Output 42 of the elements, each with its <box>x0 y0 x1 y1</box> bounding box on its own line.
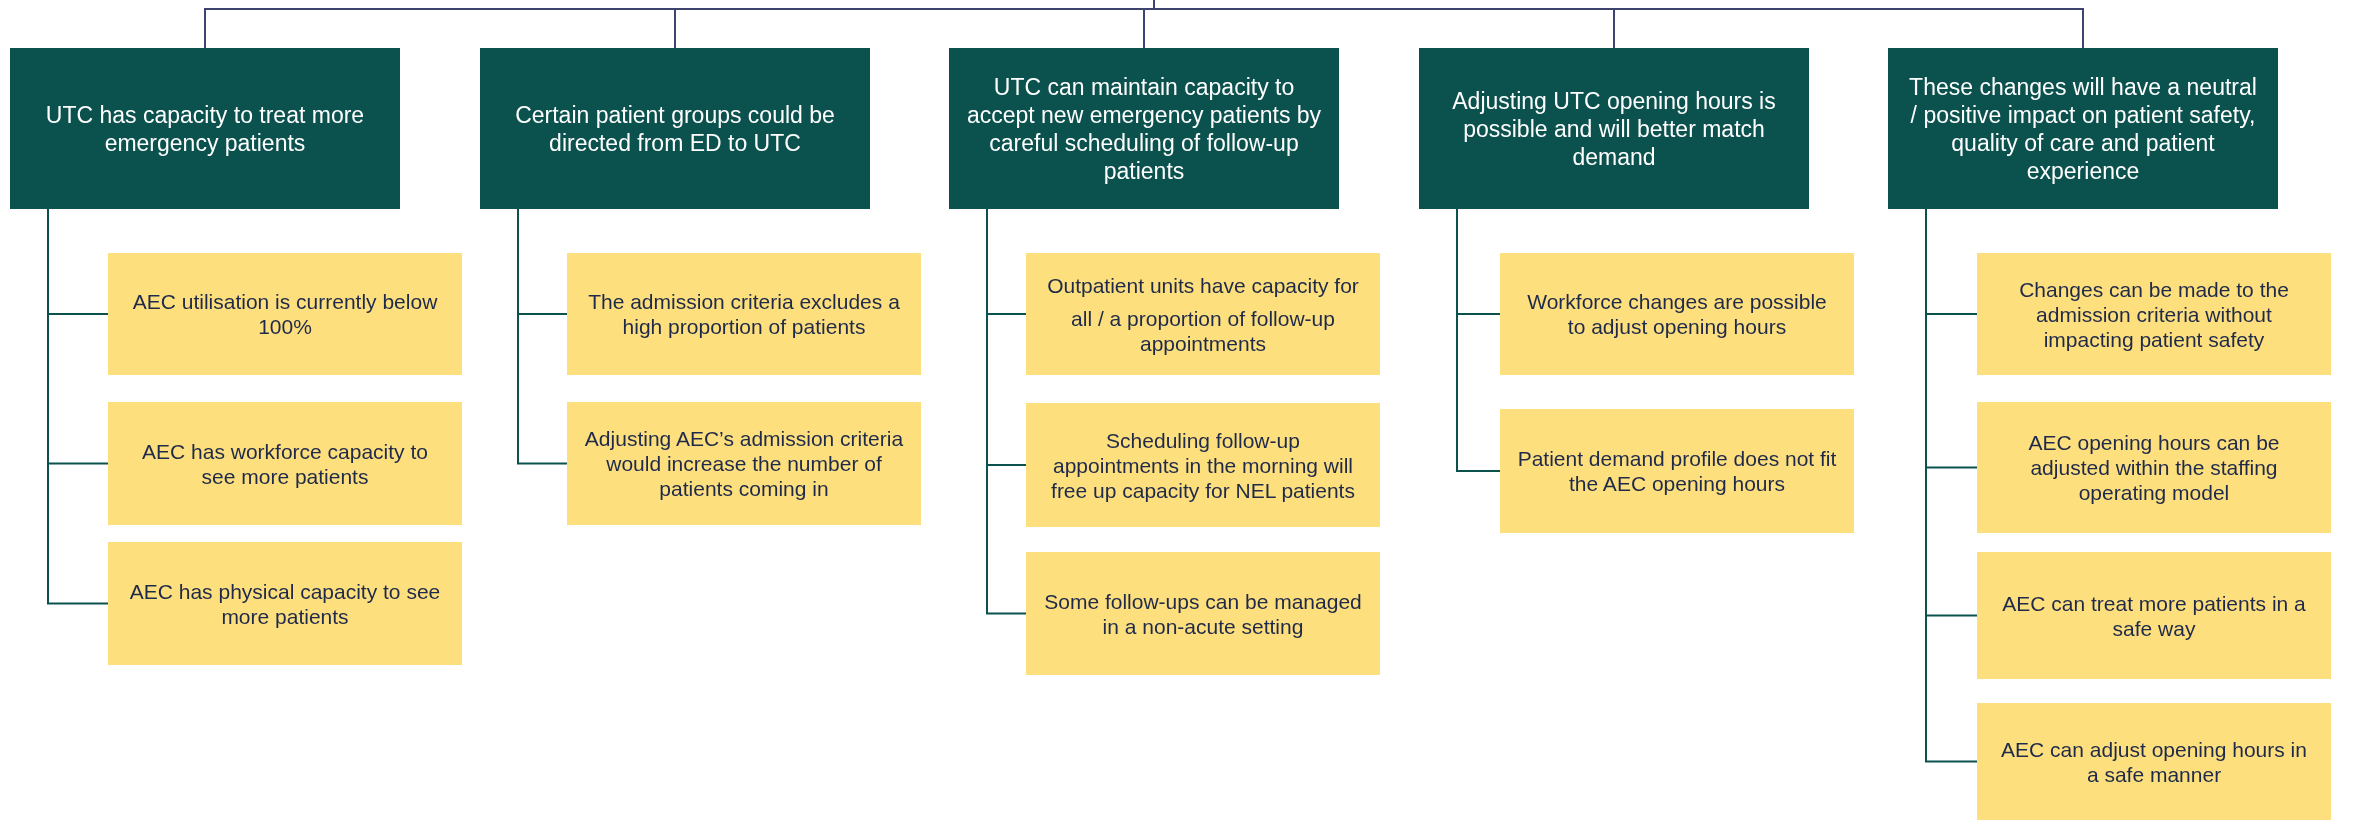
header-box <box>1419 48 1809 209</box>
leaf-box <box>108 402 462 525</box>
leaf-box <box>1026 253 1380 375</box>
header-box <box>949 48 1339 209</box>
header-box <box>10 48 400 209</box>
leaf-box <box>1500 253 1854 375</box>
leaf-box <box>1026 403 1380 527</box>
leaf-box <box>108 542 462 665</box>
box-text: AEC has workforce capacity to see more patients <box>141 438 429 489</box>
leaf-box <box>567 402 921 525</box>
box-text: Patient demand profile does not fit the AEC opening hours <box>1516 446 1838 496</box>
box-text: The admission criteria excludes a high proportion of patients <box>587 289 901 339</box>
leaf-box <box>108 253 462 375</box>
box-text: Some follow-ups can be managed in a non-acute setting <box>1043 588 1363 639</box>
connector-line <box>1456 208 1501 472</box>
box-text: Adjusting AEC’s admission criteria would increase the number of patients coming in <box>583 426 905 501</box>
box-text: all / a proportion of follow-up appointments <box>1070 305 1336 356</box>
box-text: AEC utilisation is currently below 100% <box>131 289 439 339</box>
leaf-box <box>1977 552 2331 679</box>
box-text: UTC can maintain capacity to accept new emergency patients by careful scheduling of follow-up patients <box>965 72 1323 185</box>
leaf-box <box>1026 552 1380 675</box>
box-text: Adjusting UTC opening hours is possible and will better match demand <box>1451 86 1777 171</box>
box-text: UTC has capacity to treat more emergency patients <box>44 100 366 157</box>
box-text: These changes will have a neutral / positive impact on patient safety, quality of care and patient experience <box>1908 72 2258 185</box>
box-text: Changes can be made to the admission criteria without impacting patient safety <box>2018 276 2290 352</box>
connector-line <box>1153 0 2084 49</box>
box-text: Outpatient units have capacity for <box>1047 272 1359 298</box>
box-text: Workforce changes are possible to adjust opening hours <box>1526 289 1828 339</box>
box-text: Scheduling follow-up appointments in the morning will free up capacity for NEL patients <box>1050 427 1356 503</box>
box-text: AEC can adjust opening hours in a safe manner <box>2000 736 2308 787</box>
leaf-box <box>1500 409 1854 533</box>
leaf-box <box>1977 253 2331 375</box>
header-box <box>1888 48 2278 209</box>
box-text: AEC can treat more patients in a safe way <box>2001 590 2307 641</box>
header-box <box>480 48 870 209</box>
box-text: AEC opening hours can be adjusted within the staffing operating model <box>2027 430 2281 505</box>
leaf-box <box>567 253 921 375</box>
box-text: Certain patient groups could be directed from ED to UTC <box>514 100 836 157</box>
leaf-box <box>1977 402 2331 533</box>
box-text: AEC has physical capacity to see more patients <box>128 578 442 629</box>
leaf-box <box>1977 703 2331 820</box>
connector-line <box>517 208 568 465</box>
